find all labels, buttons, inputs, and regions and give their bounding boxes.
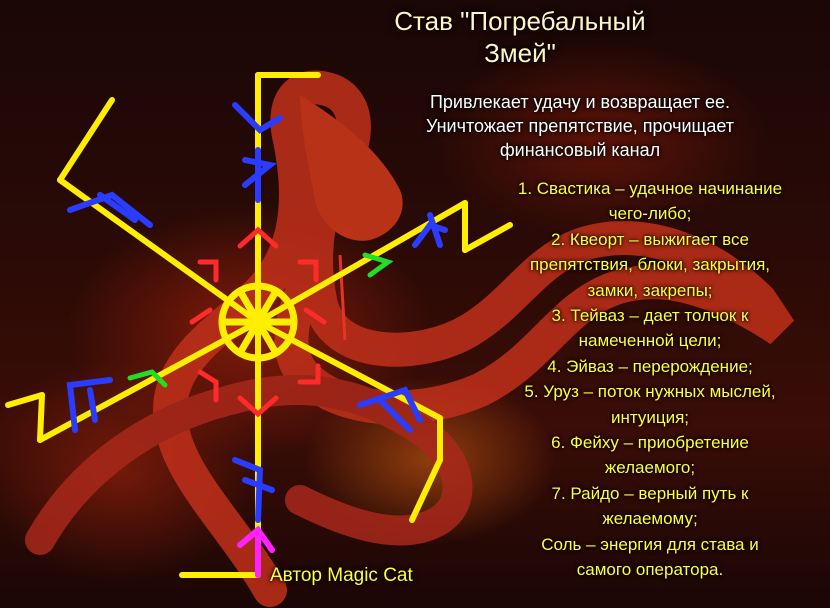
legend-line: желаемому; (602, 509, 698, 529)
legend-line: самого оператора. (576, 560, 724, 580)
legend-line: Соль – энергия для става и (541, 534, 759, 554)
legend-line: 2. Квеорт – выжигает все (551, 229, 749, 249)
legend-line: желаемого; (604, 458, 696, 478)
description-line: Привлекает удачу и возвращает ее. (429, 92, 731, 112)
central-sun-wheel (218, 282, 298, 362)
rune-legend: 1. Свастика – удачное начинание чего-либ… (470, 176, 830, 583)
legend-line: чего-либо; (608, 204, 692, 224)
description-line: Уничтожает препятствие, прочищает (425, 116, 735, 136)
legend-line: препятствия, блоки, закрытия, (529, 255, 771, 275)
description-line: финансовый канал (499, 140, 661, 160)
legend-line: 7. Райдо – верный путь к (551, 483, 749, 503)
legend-line: 6. Фейху – приобретение (551, 433, 749, 453)
legend-line: 5. Уруз – поток нужных мыслей, (524, 382, 776, 402)
green-runes (127, 252, 394, 388)
legend-line: 3. Тейваз – дает толчок к (551, 306, 749, 326)
legend-line: намеченной цели; (578, 331, 722, 351)
stave-title: Став "Погребальный (394, 6, 646, 36)
blue-runes (66, 102, 448, 523)
legend-line: 1. Свастика – удачное начинание (517, 179, 783, 198)
author-credit: Автор Magic Cat (270, 565, 413, 586)
red-inner-runes (189, 226, 327, 418)
stave-title-continued: Змей" (484, 38, 556, 68)
legend-line: 4. Эйваз – перерождение; (547, 356, 753, 376)
magenta-rune (237, 525, 275, 578)
legend-line: замки, закрепы; (587, 280, 713, 300)
legend-line: интуиция; (610, 407, 690, 427)
